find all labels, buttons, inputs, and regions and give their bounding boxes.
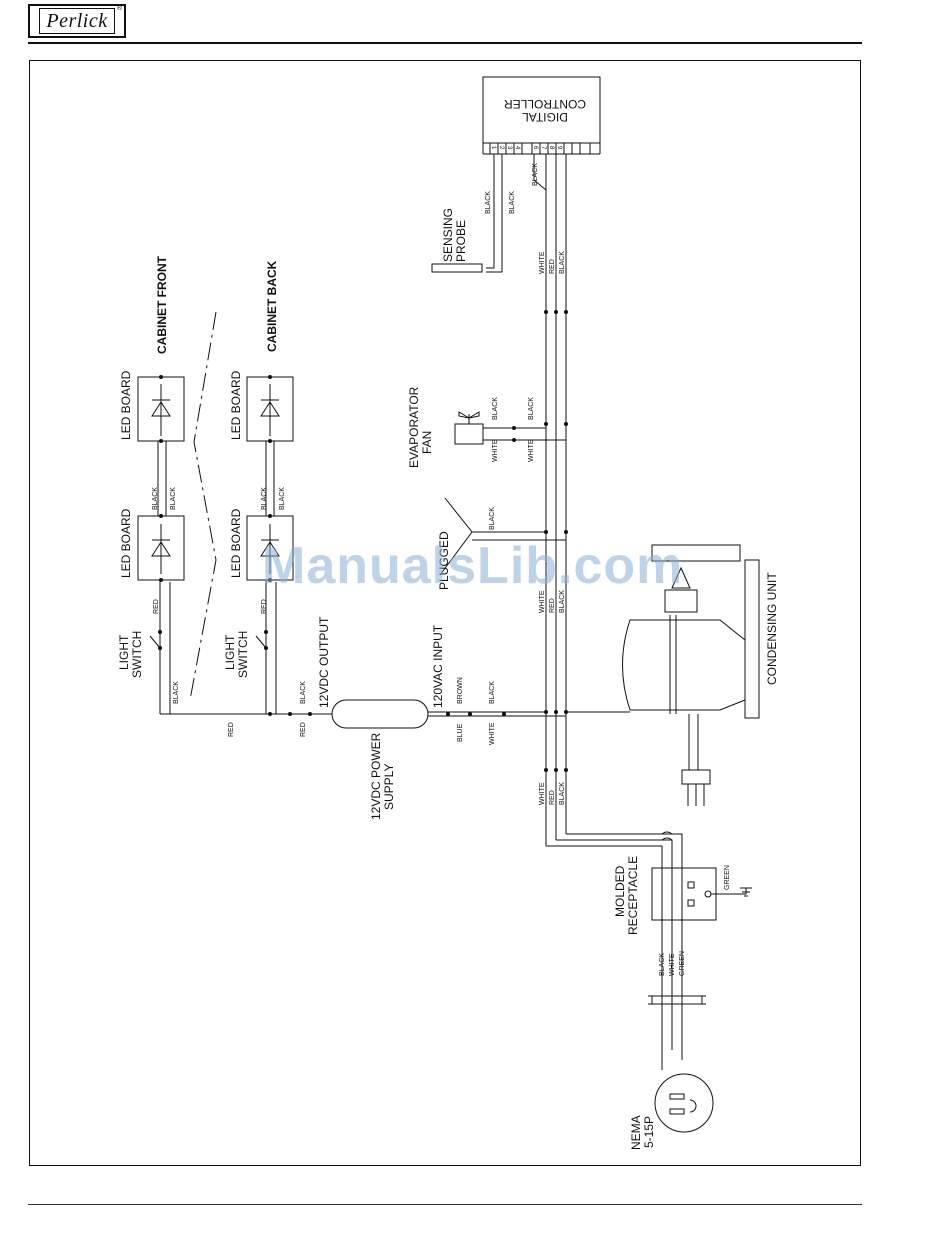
fan-black-2: BLACK bbox=[528, 397, 535, 420]
watermark: ManualsLib.com bbox=[262, 537, 684, 595]
ps-blue: BLUE bbox=[457, 723, 464, 742]
harness-red-3: RED bbox=[549, 790, 556, 805]
power-supply-label-2: SUPPLY bbox=[382, 764, 396, 810]
cord-green: GREEN bbox=[679, 951, 686, 976]
switch-front-black: BLACK bbox=[173, 681, 180, 704]
nema-plug: NEMA 5-15P bbox=[629, 995, 714, 1150]
light-switch-back: RED LIGHT SWITCH bbox=[223, 580, 277, 714]
controller-label-1: DIGITAL bbox=[522, 110, 568, 124]
switch-back-red: RED bbox=[261, 599, 268, 614]
evaporator-fan: BLACK WHITE BLACK WHITE EVAPORATOR FAN bbox=[407, 386, 567, 468]
receptacle-green: GREEN bbox=[724, 865, 731, 890]
footer-rule bbox=[28, 1204, 862, 1205]
led-board-front-1: LED BOARD bbox=[119, 370, 185, 443]
led-board-back-1: LED BOARD bbox=[229, 370, 294, 443]
perlick-logo: Perlick ® bbox=[28, 4, 126, 38]
harness-white-2: WHITE bbox=[539, 590, 546, 613]
cabinet-front-label: CABINET FRONT bbox=[155, 255, 169, 354]
light-switch-front-label-2: SWITCH bbox=[130, 631, 144, 678]
harness-black-2: BLACK bbox=[559, 590, 566, 613]
sensing-probe-label-2: PROBE bbox=[454, 220, 468, 262]
pin-6: 6 bbox=[532, 146, 538, 150]
pin-4: 4 bbox=[514, 146, 520, 150]
header-rule bbox=[28, 42, 862, 44]
cord-black: BLACK bbox=[659, 953, 666, 976]
light-switch-back-label-1: LIGHT bbox=[223, 634, 237, 670]
registered-mark: ® bbox=[116, 5, 122, 12]
condensing-unit: CONDENSING UNIT bbox=[566, 544, 779, 806]
evaporator-fan-label-1: EVAPORATOR bbox=[407, 386, 421, 468]
molded-receptacle-label-2: RECEPTACLE bbox=[626, 856, 640, 935]
light-switch-front-label-1: LIGHT bbox=[117, 634, 131, 670]
ps-red-right: RED bbox=[300, 722, 307, 737]
controller-harness: BLACK WHITE RED BLACK WHITE RED BLACK WH… bbox=[532, 154, 568, 846]
led-front-jumper: BLACK BLACK CABINET FRONT bbox=[152, 255, 177, 516]
led-board-front-1-label: LED BOARD bbox=[119, 370, 133, 440]
pin-3: 3 bbox=[506, 146, 512, 150]
ps-output-label: 12VDC OUTPUT bbox=[317, 616, 331, 708]
pin-7: 7 bbox=[540, 146, 546, 150]
molded-receptacle-label-1: MOLDED bbox=[613, 865, 627, 917]
ps-brown: BROWN bbox=[457, 677, 464, 704]
plugged-black: BLACK bbox=[489, 507, 496, 530]
pin-8: 8 bbox=[548, 146, 554, 150]
logo-text: Perlick bbox=[39, 8, 115, 34]
ps-black-out: BLACK bbox=[300, 681, 307, 704]
fan-black-1: BLACK bbox=[492, 397, 499, 420]
led-board-back-2: LED BOARD bbox=[229, 508, 294, 582]
fan-white-1: WHITE bbox=[492, 439, 499, 462]
led-board-back-1-label: LED BOARD bbox=[229, 370, 243, 440]
led-back-black-1: BLACK bbox=[261, 487, 268, 510]
harness-black-top: BLACK bbox=[532, 163, 539, 186]
sensing-probe-label-1: SENSING bbox=[441, 208, 455, 262]
led-front-black-1: BLACK bbox=[152, 487, 159, 510]
harness-black-1: BLACK bbox=[559, 251, 566, 274]
pin-2: 2 bbox=[498, 146, 504, 150]
ps-white-in: WHITE bbox=[489, 722, 496, 745]
plugged-device: BLACK PLUGGED bbox=[437, 497, 566, 590]
probe-wire-black-1: BLACK bbox=[485, 191, 492, 214]
harness-red-2: RED bbox=[549, 598, 556, 613]
diagram-frame bbox=[29, 60, 861, 1166]
plugged-label: PLUGGED bbox=[437, 531, 451, 590]
light-switch-back-label-2: SWITCH bbox=[236, 631, 250, 678]
digital-controller: DIGITAL CONTROLLER 1 2 3 4 6 7 8 9 bbox=[482, 76, 601, 155]
cabinet-divider bbox=[189, 311, 217, 701]
led-board-front-2: LED BOARD bbox=[119, 508, 185, 582]
led-back-black-2: BLACK bbox=[279, 487, 286, 510]
harness-white-3: WHITE bbox=[539, 782, 546, 805]
led-back-jumper: BLACK BLACK CABINET BACK bbox=[261, 260, 286, 516]
cabinet-back-label: CABINET BACK bbox=[265, 260, 279, 352]
pin-1: 1 bbox=[490, 146, 496, 150]
receptacle-feed bbox=[546, 831, 683, 1060]
sensing-probe: BLACK BLACK SENSING PROBE bbox=[431, 154, 516, 273]
pin-9: 9 bbox=[556, 146, 562, 150]
light-switch-front: RED BLACK LIGHT SWITCH bbox=[117, 580, 180, 714]
controller-label-2: CONTROLLER bbox=[504, 97, 586, 111]
power-supply-label-1: 12VDC POWER bbox=[369, 732, 383, 820]
ps-black-in: BLACK bbox=[489, 681, 496, 704]
harness-red-1: RED bbox=[549, 259, 556, 274]
cord-white: WHITE bbox=[669, 953, 676, 976]
ps-red-left: RED bbox=[228, 722, 235, 737]
led-board-front-2-label: LED BOARD bbox=[119, 508, 133, 578]
led-board-back-2-label: LED BOARD bbox=[229, 508, 243, 578]
harness-black-3: BLACK bbox=[559, 782, 566, 805]
harness-white-1: WHITE bbox=[539, 251, 546, 274]
probe-wire-black-2: BLACK bbox=[509, 191, 516, 214]
fan-white-2: WHITE bbox=[528, 439, 535, 462]
switch-front-red: RED bbox=[153, 599, 160, 614]
molded-receptacle: GREEN MOLDED RECEPTACLE BLACK WHITE GREE… bbox=[613, 856, 752, 976]
condensing-unit-label: CONDENSING UNIT bbox=[765, 572, 779, 685]
power-supply: RED RED BLACK BROWN BLUE BLACK WHITE 12V… bbox=[159, 594, 566, 820]
nema-label-2: 5-15P bbox=[642, 1116, 656, 1148]
wiring-diagram: DIGITAL CONTROLLER 1 2 3 4 6 7 8 9 BLACK… bbox=[117, 76, 779, 1150]
evaporator-fan-label-2: FAN bbox=[420, 431, 434, 454]
nema-label-1: NEMA bbox=[629, 1115, 643, 1150]
ps-input-label: 120VAC INPUT bbox=[431, 624, 445, 708]
led-front-black-2: BLACK bbox=[170, 487, 177, 510]
